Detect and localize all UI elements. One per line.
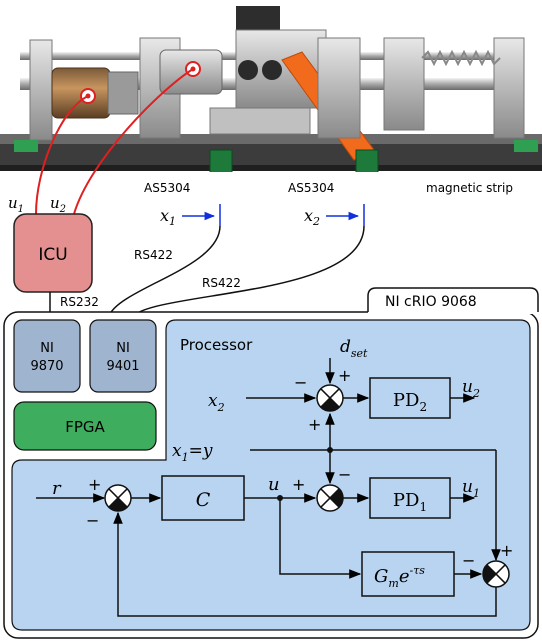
motor-1-gearbox bbox=[107, 71, 139, 115]
left-end-plate bbox=[29, 39, 53, 141]
sum-junction-middle bbox=[316, 484, 344, 512]
x2-photo-label: x2 bbox=[304, 206, 320, 228]
bearing-block-right bbox=[317, 37, 361, 139]
ni-9870-module bbox=[13, 319, 81, 393]
sensor-right-label: AS5304 bbox=[288, 181, 334, 195]
processor-label: Processor bbox=[180, 336, 253, 354]
test-rig-photo bbox=[0, 6, 542, 181]
feedback-arrow bbox=[113, 511, 497, 617]
crio-title: NI cRIO 9068 bbox=[385, 294, 477, 310]
fpga-box bbox=[13, 401, 157, 451]
wire-u2 bbox=[73, 68, 194, 215]
rs232-label: RS232 bbox=[60, 295, 99, 309]
left-sum-minus: − bbox=[86, 511, 99, 530]
u-plus: + bbox=[292, 475, 305, 494]
strip-label: magnetic strip bbox=[426, 181, 513, 195]
ni-9401-module bbox=[89, 319, 157, 393]
crio-title-tab bbox=[367, 287, 539, 312]
x1y-down-minus: − bbox=[338, 465, 351, 484]
sensor-left-label: AS5304 bbox=[144, 181, 190, 195]
ni-9870-line1: NI bbox=[40, 341, 54, 356]
r-label: r bbox=[52, 478, 62, 499]
wire-u2-label: u2 bbox=[50, 194, 66, 215]
x2-signal-label: x2 bbox=[208, 391, 225, 414]
wire-u1-label: u1 bbox=[8, 194, 24, 215]
x1-photo-label: x1 bbox=[160, 206, 176, 228]
mount-pad-1 bbox=[14, 140, 38, 152]
carriage-base bbox=[209, 107, 311, 135]
rail-top bbox=[0, 134, 542, 144]
sum-junction-right bbox=[482, 560, 510, 588]
wire-u1 bbox=[35, 95, 89, 215]
rs422-cable-1 bbox=[107, 225, 221, 321]
pd2-label: PD2 bbox=[393, 390, 427, 414]
icu-box bbox=[13, 213, 93, 293]
wheel-1 bbox=[238, 60, 258, 80]
rs422-cable-2 bbox=[129, 225, 365, 321]
c-label: C bbox=[196, 489, 211, 511]
sum-junction-top bbox=[316, 384, 344, 412]
dset-plus: + bbox=[338, 366, 351, 385]
u-to-gm-arrow bbox=[279, 498, 362, 579]
gm-label: Gme-τs bbox=[374, 564, 425, 590]
right-end-plate bbox=[493, 37, 525, 139]
fpga-label: FPGA bbox=[65, 418, 105, 436]
c-block bbox=[161, 475, 245, 521]
right-sum-plus: + bbox=[500, 541, 513, 560]
x2-minus: − bbox=[294, 373, 307, 392]
gm-minus: − bbox=[462, 551, 475, 570]
pd1-block bbox=[369, 477, 451, 519]
rs422-b-label: RS422 bbox=[202, 276, 241, 290]
dset-label: dset bbox=[340, 337, 368, 360]
x1y-label: x1=y bbox=[172, 441, 213, 464]
r-plus: + bbox=[88, 475, 101, 494]
crio-title-bg bbox=[368, 288, 538, 314]
ni-9870-line2: 9870 bbox=[30, 359, 63, 374]
right-block bbox=[383, 37, 425, 131]
u2-output-label: u2 bbox=[462, 377, 480, 400]
wheel-2 bbox=[262, 60, 282, 80]
gm-block bbox=[361, 551, 455, 597]
u1-output-label: u1 bbox=[462, 477, 480, 500]
spring-right bbox=[421, 49, 501, 67]
u-label: u bbox=[268, 474, 280, 495]
sum-junction-left bbox=[104, 484, 132, 512]
mount-pad-2 bbox=[514, 140, 538, 152]
ni-9401-line1: NI bbox=[116, 341, 130, 356]
pd1-label: PD1 bbox=[393, 490, 427, 514]
rs422-a-label: RS422 bbox=[134, 248, 173, 262]
x1y-up-plus: + bbox=[308, 415, 321, 434]
magnetic-strip bbox=[0, 165, 542, 171]
icu-label: ICU bbox=[38, 245, 67, 265]
ni-9401-line2: 9401 bbox=[106, 359, 139, 374]
